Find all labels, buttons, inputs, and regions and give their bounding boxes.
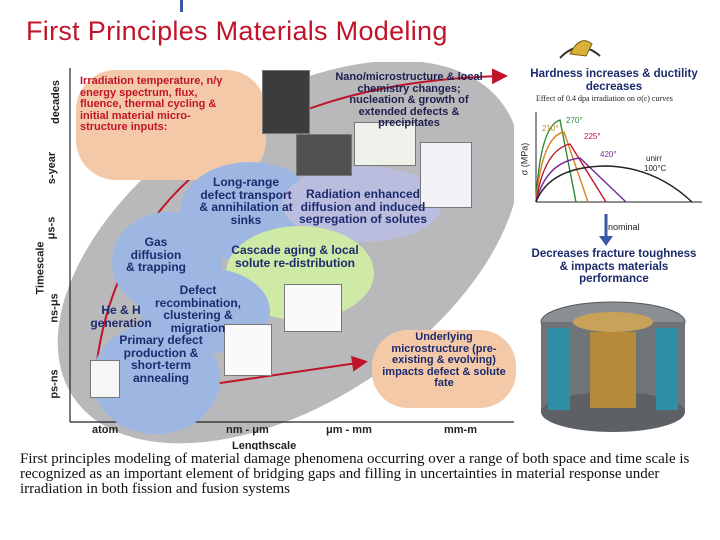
y-tick: s-year [46,151,59,185]
bubble-underlying-bg [372,330,516,408]
temp-label: 225° [584,132,601,141]
bubble-inputs-bg [76,70,266,180]
unirr-label: unirr [646,154,663,163]
atom-cluster-image [420,142,472,208]
label-nano: Nano/microstructure & local chemistry ch… [335,71,483,130]
top-marker [180,0,183,12]
right-panel: Hardness increases & ductility decreases… [516,62,706,452]
y-tick: ps-ns [48,369,61,399]
logo-icon [559,40,601,59]
cascade-snapshot-image [284,284,342,332]
x-tick: μm - mm [326,424,372,436]
label-he-h: He & H generation [90,303,152,330]
nominal-label: nominal [608,222,640,232]
label-cascade: Cascade aging & local solute re-distribu… [231,243,359,270]
label-inputs: Irradiation temperature, n/γ energy spec… [80,75,223,134]
reactor-model-image [540,301,686,432]
fracture-text: Decreases fracture toughness & impacts m… [531,248,697,286]
micrograph-image [296,134,352,176]
caption: First principles modeling of material da… [14,450,696,524]
label-gas: Gas diffusion & trapping [126,235,186,275]
label-underlying: Underlying microstructure (pre-existing … [382,331,506,390]
y-label: σ (MPa) [519,142,530,176]
x-tick: atom [92,424,119,436]
defect-plot-image [90,360,120,398]
dislocation-image [224,324,272,376]
page-title: First Principles Materials Modeling [26,16,448,46]
hardness-text: Hardness increases & ductility decreases [530,68,698,93]
label-long-range: Long-range defect transport & annihilati… [199,175,293,227]
x-tick: mm-m [444,424,478,436]
curve-title: Effect of 0.4 dpa irradiation on σ(ε) cu… [536,94,673,103]
x-tick: nm - μm [226,424,269,436]
x-axis-title: Lengthscale [232,440,297,452]
cluster-simulation-image [354,122,416,166]
y-tick: ns-μs [48,293,61,323]
temp-label: 100°C [644,164,667,173]
down-arrow-icon [599,214,613,246]
label-defect-recombination: Defect recombination, clustering & migra… [154,283,241,335]
label-radiation-enhanced: Radiation enhanced diffusion and induced… [298,187,428,227]
temp-label: 210° [542,124,559,133]
y-tick: μs-s [45,216,58,240]
label-primary: Primary defect production & short-term a… [119,333,203,385]
temp-label: 420° [600,150,617,159]
micrograph-image [262,70,310,134]
y-axis-title: Timescale [34,241,47,295]
diagram-panel: Irradiation temperature, n/γ energy spec… [34,62,516,452]
y-tick: decades [50,79,63,125]
temp-label: 270° [566,116,583,125]
stress-strain-plot [535,112,702,203]
